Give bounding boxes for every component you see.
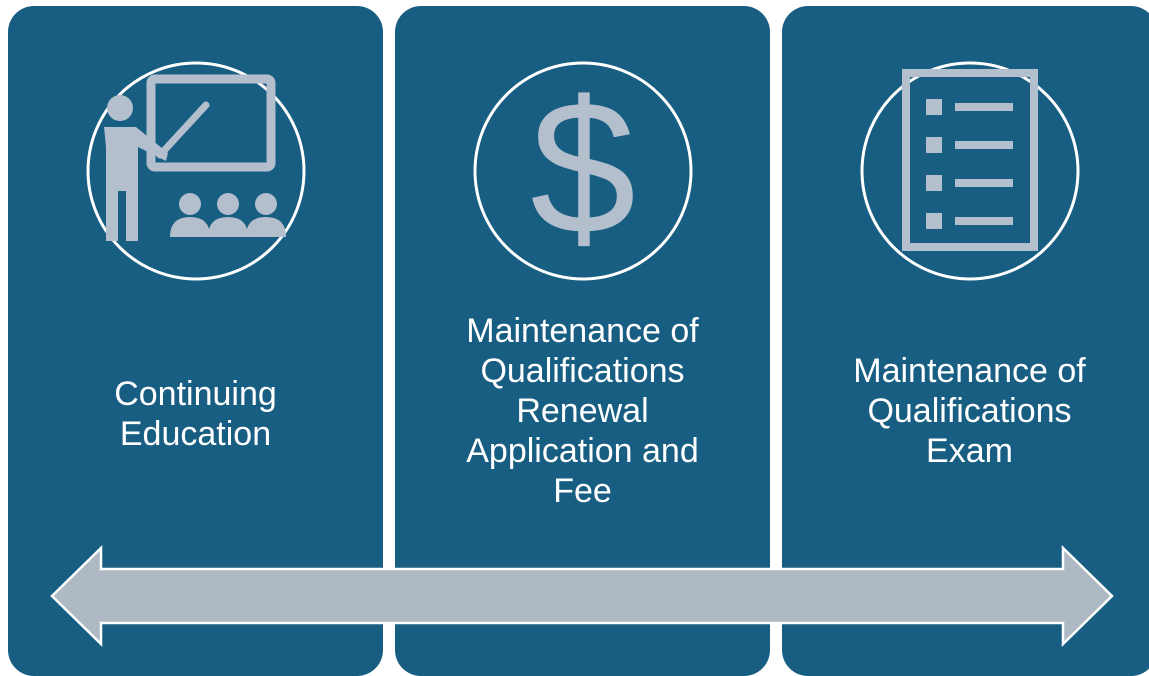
dollar-sign-icon: $: [473, 61, 693, 281]
svg-text:$: $: [530, 62, 636, 274]
step-panel-qualifications-exam: Maintenance of Qualifications Exam: [782, 6, 1149, 676]
teacher-presentation-icon: [86, 61, 306, 281]
checklist-icon: [860, 61, 1080, 281]
step-label-qualifications-exam: Maintenance of Qualifications Exam: [853, 352, 1086, 470]
step-panel-renewal-application: $ Maintenance of Qualifications Renewal …: [395, 6, 770, 676]
step-label-renewal-application: Maintenance of Qualifications Renewal Ap…: [466, 312, 699, 510]
step-label-continuing-education: Continuing Education: [114, 375, 277, 453]
step-panel-continuing-education: Continuing Education: [8, 6, 383, 676]
